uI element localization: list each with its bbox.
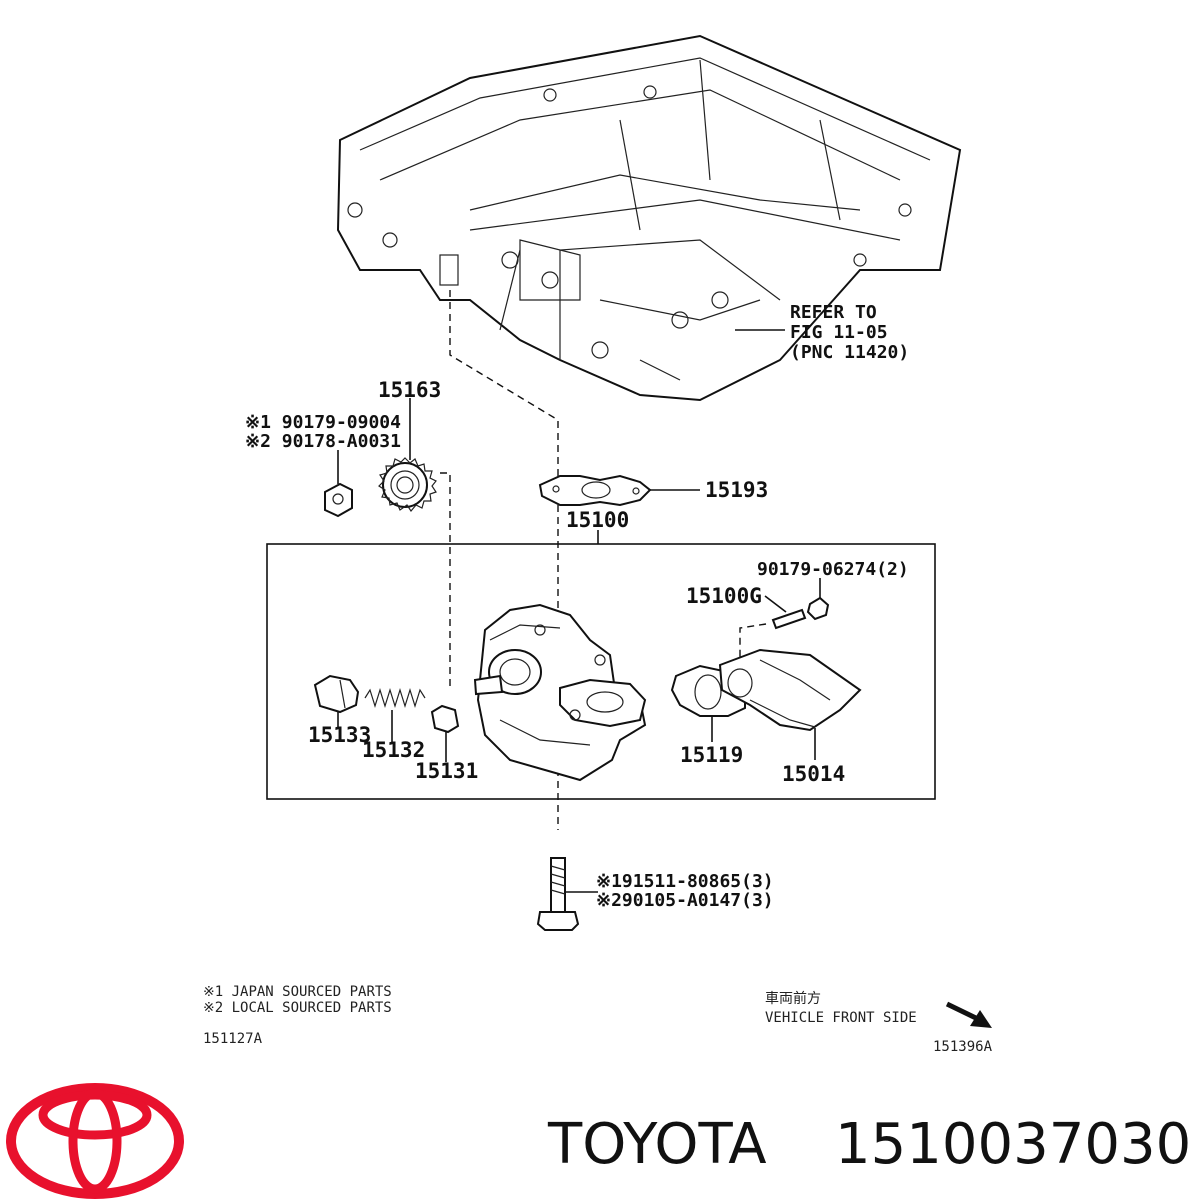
plug-part [313,674,360,714]
oil-pan-drawing [336,34,962,402]
bolt-part [536,857,580,931]
refer-to-label: REFER TO [790,302,877,323]
part-15133-label: 15133 [308,723,371,747]
refer-fig-label: FIG 11-05 [790,322,888,343]
part-number: 1510037030 [835,1112,1191,1177]
oil-pump-body [473,603,647,782]
part-90179-09004-label: ※1 90179-09004 [245,412,401,433]
part-15132-label: 15132 [362,738,425,762]
part-90105-A0147-label: ※290105-A0147(3) [596,890,774,911]
spring-part [364,687,426,709]
note-japan-sourced: ※1 JAPAN SOURCED PARTS [203,984,392,1000]
vehicle-front-en: VEHICLE FRONT SIDE [765,1010,917,1026]
vehicle-front-jp: 車両前方 [765,990,821,1007]
part-15100G-label: 15100G [686,584,762,608]
nut-part [324,482,353,518]
note-local-sourced: ※2 LOCAL SOURCED PARTS [203,1000,392,1016]
part-15163-label: 15163 [378,378,441,402]
part-90178-A0031-label: ※2 90178-A0031 [245,431,401,452]
gasket-part [538,474,652,507]
part-90179-06274-label: 90179-06274(2) [757,559,909,580]
part-15193-label: 15193 [705,478,768,502]
strainer-15014-part [718,648,862,732]
part-15014-label: 15014 [782,762,845,786]
part-15119-label: 15119 [680,743,743,767]
sprocket-part [378,457,437,513]
refer-pnc-label: (PNC 11420) [790,342,909,363]
code-left: 151127A [203,1031,263,1047]
valve-part [430,704,460,734]
pump-assembly-box [266,543,936,800]
front-arrow-icon [945,1001,992,1028]
part-15131-label: 15131 [415,759,478,783]
part-15100-label: 15100 [566,508,629,532]
brand-name: TOYOTA [547,1112,767,1177]
code-right: 151396A [933,1039,993,1055]
part-91511-80865-label: ※191511-80865(3) [596,871,774,892]
stud-part [771,596,830,630]
toyota-logo-icon [6,1083,184,1199]
